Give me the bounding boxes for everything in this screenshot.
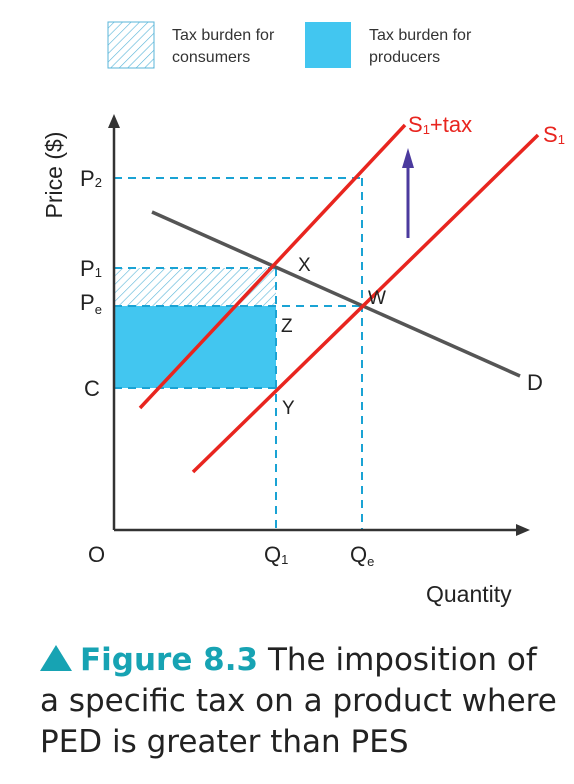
tax-shift-arrow-head <box>402 148 414 168</box>
point-w-label: W <box>368 288 386 309</box>
legend-producer-line2: producers <box>369 49 440 66</box>
origin-label: O <box>88 542 105 567</box>
figure-caption: Figure 8.3 The imposition of a specific … <box>40 640 560 763</box>
pe-label: Pe <box>80 290 102 317</box>
point-x-label: X <box>298 255 311 276</box>
p1-label: P1 <box>80 256 102 281</box>
y-axis-label: Price ($) <box>41 132 67 219</box>
legend-consumer-line2: consumers <box>172 49 250 66</box>
qe-label: Qe <box>350 542 374 569</box>
q1-label: Q1 <box>264 542 288 567</box>
legend-consumer-line1: Tax burden for <box>172 27 275 44</box>
tax-incidence-diagram: Tax burden for consumers Tax burden for … <box>41 21 565 607</box>
caption-text: The imposition of a specific tax on a pr… <box>40 642 557 760</box>
demand-curve <box>151 210 521 378</box>
legend-consumer-swatch <box>107 21 155 69</box>
demand-label: D <box>527 370 543 395</box>
legend-producer-line1: Tax burden for <box>369 27 472 44</box>
supply-tax-label: S1+tax <box>408 112 472 137</box>
y-axis-arrow <box>108 114 120 128</box>
supply-label: S1 <box>543 122 565 147</box>
legend-producer-swatch <box>305 22 351 68</box>
supply-curve <box>191 133 540 474</box>
p2-label: P2 <box>80 166 102 191</box>
point-z-label: Z <box>281 316 293 337</box>
triangle-icon <box>40 645 72 671</box>
figure-label: Figure 8.3 <box>80 642 259 678</box>
point-y-label: Y <box>282 398 295 419</box>
c-label: C <box>84 376 100 401</box>
x-axis-label: Quantity <box>426 581 512 607</box>
consumer-tax-burden-area <box>114 268 276 306</box>
supply-tax-curve <box>138 123 407 410</box>
x-axis-arrow <box>516 524 530 536</box>
